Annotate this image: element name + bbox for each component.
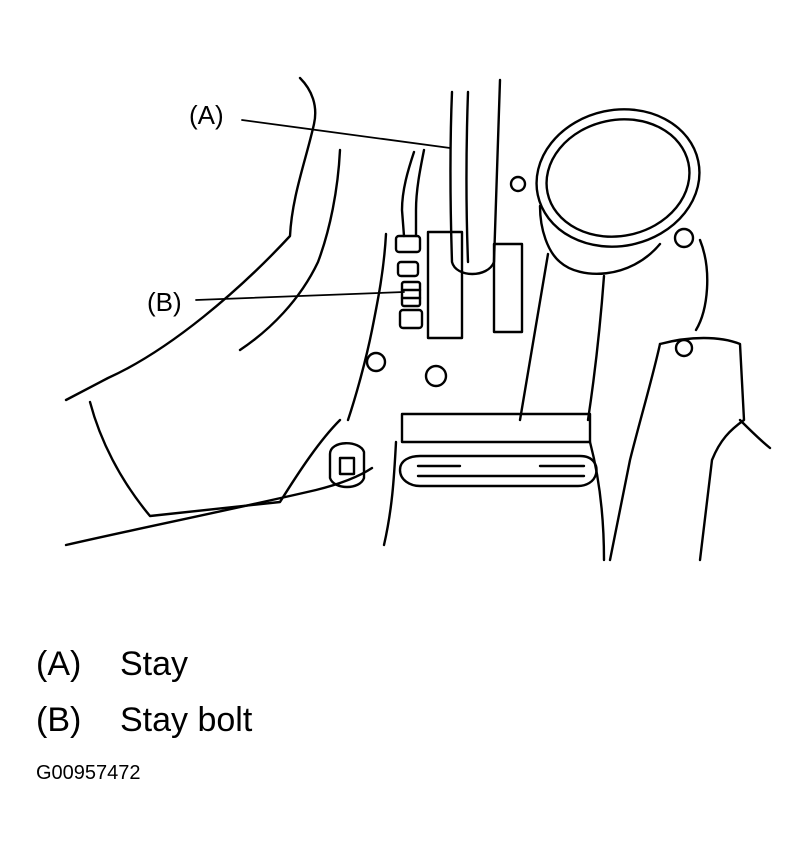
figure-id: G00957472: [36, 762, 141, 784]
right-arm-inner: [608, 342, 662, 562]
leader-line-b: [195, 291, 405, 301]
lower-body-edge: [64, 466, 374, 547]
stay-pipe: [449, 78, 502, 276]
bolt-3: [673, 227, 695, 249]
hose: [400, 148, 426, 238]
right-side: [694, 238, 772, 450]
legend-item-stay: (A) Stay: [36, 647, 188, 681]
callout-a-label: (A): [189, 100, 224, 130]
legend-key: (B): [36, 701, 82, 739]
engine-stay-illustration: [64, 76, 772, 562]
cylinder-top-inner: [545, 118, 691, 238]
housing-plate-2: [492, 242, 524, 334]
lower-housing: [382, 440, 606, 562]
stay-pipe-inner: [465, 90, 470, 264]
stay-bolt-thread: [400, 288, 422, 300]
legend-item-stay-bolt: (B) Stay bolt: [36, 703, 252, 737]
bolt-washer: [398, 308, 424, 330]
right-arm: [658, 336, 746, 562]
housing-plate: [426, 230, 464, 340]
bracket-plate: [400, 412, 592, 444]
body-contour-inner: [238, 148, 342, 352]
bolt-4: [674, 338, 694, 358]
housing-left: [346, 232, 388, 422]
stay-bolt: [400, 280, 422, 308]
legend-label: Stay bolt: [120, 701, 253, 739]
cylinder-neck: [518, 252, 606, 422]
callout-b-label: (B): [147, 287, 182, 317]
bracket-slot: [398, 454, 598, 488]
bolt-1: [424, 364, 448, 388]
clip-inner: [338, 456, 356, 476]
leader-line-a: [241, 119, 451, 149]
bolt-5: [509, 175, 527, 193]
body-contour: [64, 76, 317, 402]
cylinder-body: [538, 204, 662, 276]
cylinder-top: [535, 108, 701, 248]
legend-label: Stay: [120, 645, 189, 683]
lower-body: [88, 400, 342, 518]
connector: [394, 234, 422, 254]
clip: [328, 442, 366, 489]
bolt-2: [365, 351, 387, 373]
legend-key: (A): [36, 645, 82, 683]
bracket-slot-inner: [416, 464, 586, 478]
connector-2: [396, 260, 420, 278]
